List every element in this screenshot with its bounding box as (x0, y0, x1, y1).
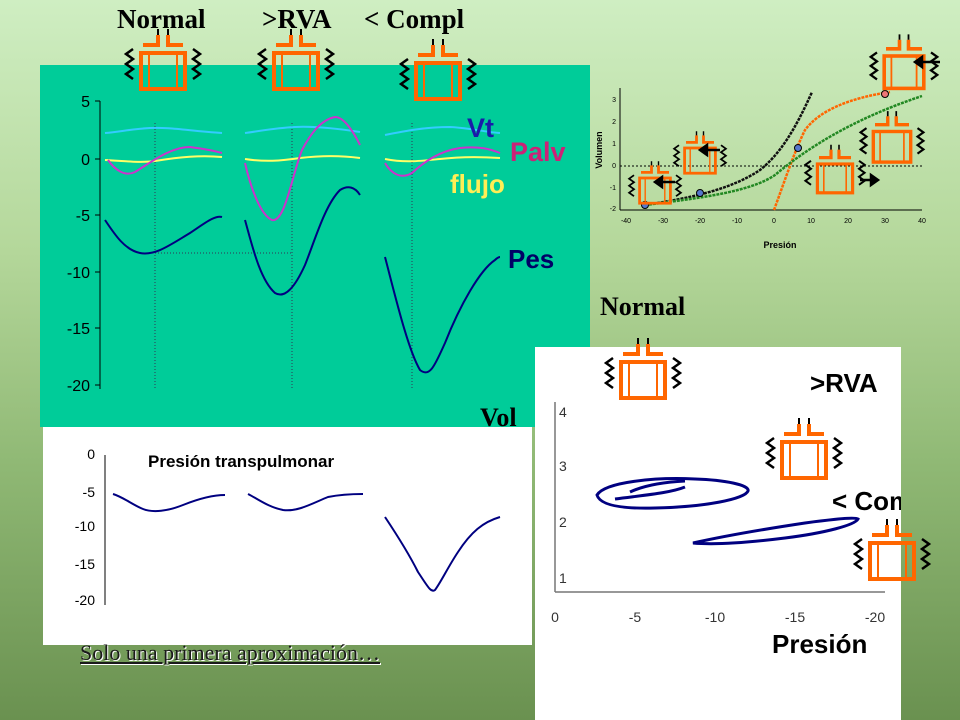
tp-y-ticks: 0 -5 -10 -15 -20 (75, 446, 95, 608)
pv-y-tick: 1 (559, 570, 567, 586)
pv-x-ticks: 0 -5 -10 -15 -20 (551, 609, 885, 625)
comp-x-tick: 30 (881, 218, 889, 225)
label-normal-top: Normal (117, 4, 206, 34)
waveform-reference-lines (154, 123, 413, 390)
label-compl-right: < Compl (832, 486, 901, 516)
label-palv: Palv (510, 137, 566, 167)
tp-series (112, 493, 501, 592)
series-vt (104, 125, 501, 136)
comp-x-tick: 0 (772, 218, 776, 225)
label-vt: Vt (467, 113, 494, 143)
comp-x-tick: 20 (844, 218, 852, 225)
waveform-chart: 5 0 -5 -10 -15 -20 Vt Palv flujo Pes (40, 65, 590, 427)
comp-x-ticks: -40 -30 -20 -10 0 10 20 30 40 (621, 218, 926, 225)
series-palv (107, 115, 501, 221)
comp-point (881, 90, 889, 98)
comp-x-tick: -20 (695, 218, 705, 225)
comp-ylabel: Volumen (594, 131, 604, 168)
comp-y-tick: 1 (612, 141, 616, 148)
pv-loop-chart: 4 3 2 1 0 -5 -10 -15 -20 >RVA < Compl Pr… (535, 347, 901, 720)
comp-point (794, 144, 802, 152)
comp-x-tick: -10 (732, 218, 742, 225)
comp-point (696, 189, 704, 197)
compliance-chart: 3 2 1 0 -1 -2 -40 -30 -20 -10 0 10 20 30… (594, 88, 926, 250)
pv-x-tick: 0 (551, 609, 559, 625)
waveform-y-tick: -5 (76, 208, 90, 225)
tp-title: Presión transpulmonar (148, 452, 334, 471)
tp-y-tick: -15 (75, 556, 95, 572)
series-pes (104, 186, 501, 374)
tp-y-tick: 0 (87, 446, 95, 462)
comp-point (641, 201, 649, 209)
comp-x-tick: 40 (918, 218, 926, 225)
pv-y-tick: 3 (559, 458, 567, 474)
pv-x-tick: -20 (865, 609, 885, 625)
label-normal-right: Normal (600, 292, 686, 321)
footnote: Solo una primera aproximación… (80, 640, 380, 665)
comp-x-tick: -40 (621, 218, 631, 225)
comp-curve-orange (772, 90, 891, 211)
pv-y-ticks: 4 3 2 1 (559, 404, 567, 586)
pv-loops (595, 477, 860, 546)
label-pes: Pes (508, 244, 554, 274)
transpulmonary-chart: 0 -5 -10 -15 -20 Presión transpulmonar (43, 427, 532, 645)
label-rva-top: >RVA (262, 4, 332, 34)
tp-y-tick: -10 (75, 518, 95, 534)
pv-y-tick: 4 (559, 404, 567, 420)
label-presion-axis: Presión (772, 629, 867, 659)
waveform-y-tick: -10 (67, 265, 90, 282)
comp-curve-black (644, 91, 814, 207)
label-rva-right: >RVA (810, 368, 878, 398)
waveform-y-tick: -15 (67, 321, 90, 338)
comp-y-tick: -1 (610, 185, 616, 192)
pv-x-tick: -5 (629, 609, 642, 625)
waveform-y-tick: 5 (81, 94, 90, 111)
waveform-y-tick: 0 (81, 152, 90, 169)
waveform-chart-background (40, 65, 590, 427)
comp-xlabel: Presión (763, 240, 796, 250)
comp-y-ticks: 3 2 1 0 -1 -2 (610, 97, 616, 213)
waveform-y-tick: -20 (67, 378, 90, 395)
tp-y-tick: -5 (83, 484, 96, 500)
comp-y-tick: 0 (612, 163, 616, 170)
comp-x-tick: -30 (658, 218, 668, 225)
comp-curve-green (644, 94, 923, 207)
comp-y-tick: 2 (612, 119, 616, 126)
label-vol: Vol (480, 403, 517, 432)
comp-x-tick: 10 (807, 218, 815, 225)
tp-y-tick: -20 (75, 592, 95, 608)
pv-y-tick: 2 (559, 514, 567, 530)
label-compl-top: < Compl (364, 4, 465, 34)
comp-y-tick: 3 (612, 97, 616, 104)
pv-x-tick: -10 (705, 609, 725, 625)
label-flujo: flujo (450, 169, 505, 199)
pv-x-tick: -15 (785, 609, 805, 625)
comp-y-tick: -2 (610, 206, 616, 213)
waveform-y-ticks: 5 0 -5 -10 -15 -20 (67, 94, 100, 395)
